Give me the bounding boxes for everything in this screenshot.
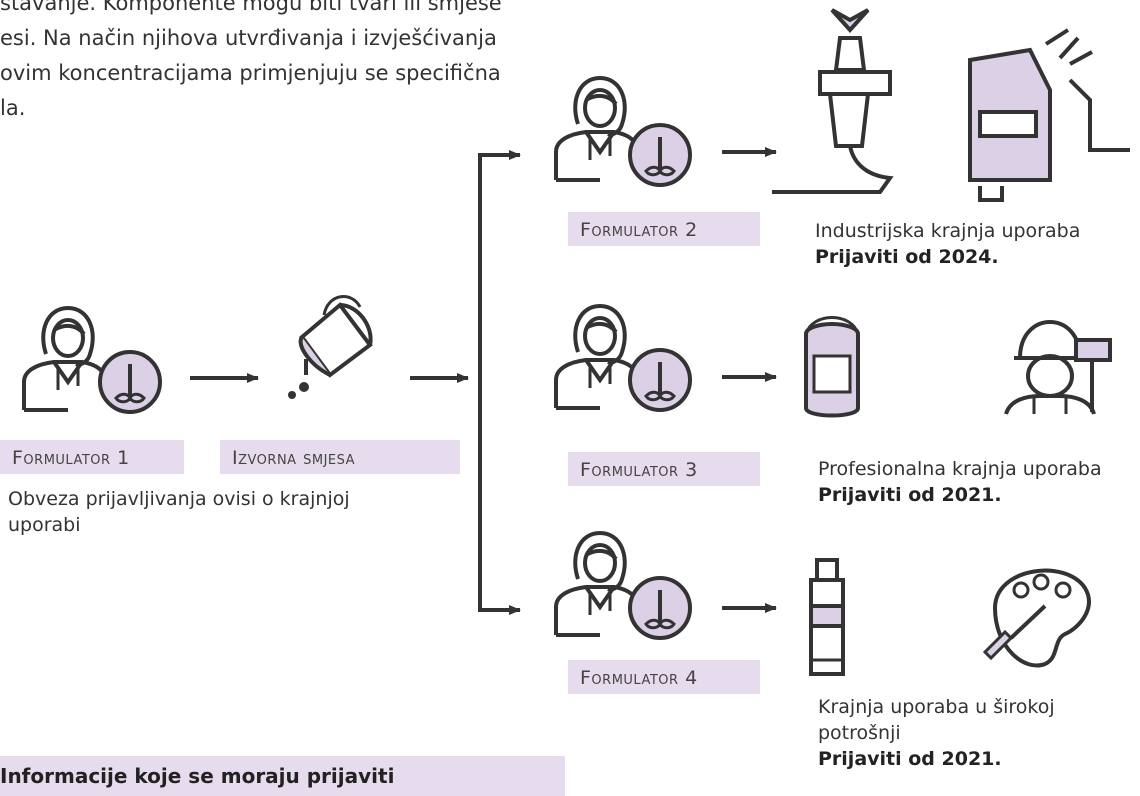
formulator4-person-icon — [554, 531, 638, 637]
industrial-use-text: Industrijska krajnja uporaba — [815, 220, 1081, 242]
intro-line: esi. Na način njihova utvrđivanja i izvj… — [0, 26, 497, 50]
consumer-use-line2: potrošnji — [818, 722, 901, 744]
branch-connector — [478, 153, 520, 612]
painter-worker-icon — [1004, 320, 1112, 415]
formulator2-mixer-icon — [628, 123, 692, 187]
consumer-deadline: Prijaviti od 2021. — [818, 748, 1002, 770]
source-mixture-label: Izvorna smjesa — [220, 440, 460, 474]
pouring-paint-can-icon — [288, 295, 373, 399]
formulator4-label: Formulator 4 — [568, 660, 760, 694]
formulator3-mixer-icon — [628, 348, 692, 412]
industrial-caption: Industrijska krajnja uporaba Prijaviti o… — [815, 218, 1135, 270]
car-spray-icon — [968, 28, 1130, 202]
bottom-banner-text: Informacije koje se moraju prijaviti — [0, 764, 395, 788]
formulator3-label: Formulator 3 — [568, 452, 760, 486]
intro-line: stavanje. Komponente mogu biti tvari ili… — [0, 0, 502, 15]
paint-can-icon — [804, 316, 860, 418]
intro-line: ovim koncentracijama primjenjuju se spec… — [0, 61, 501, 85]
paint-tube-icon — [809, 558, 845, 676]
formulator2-person-icon — [554, 76, 638, 182]
intro-line: la. — [0, 96, 26, 120]
intro-paragraph: stavanje. Komponente mogu biti tvari ili… — [0, 0, 560, 126]
spray-gun-icon — [772, 8, 894, 194]
formulator2-label: Formulator 2 — [568, 212, 760, 246]
formulator1-label: Formulator 1 — [0, 440, 184, 474]
formulator1-person-icon — [22, 306, 106, 412]
diagram-canvas — [22, 8, 1130, 676]
professional-caption: Profesionalna krajnja uporaba Prijaviti … — [818, 456, 1140, 508]
formulator3-person-icon — [554, 304, 638, 410]
formulator4-mixer-icon — [628, 576, 692, 640]
industrial-deadline: Prijaviti od 2024. — [815, 246, 999, 268]
formulator1-mixer-icon — [98, 350, 162, 414]
formulator1-note: Obveza prijavljivanja ovisi o krajnjoj u… — [8, 488, 350, 536]
consumer-caption: Krajnja uporaba u širokoj potrošnji Prij… — [818, 694, 1138, 772]
professional-use-text: Profesionalna krajnja uporaba — [818, 458, 1102, 480]
palette-brush-icon — [982, 568, 1091, 668]
professional-deadline: Prijaviti od 2021. — [818, 484, 1002, 506]
consumer-use-line1: Krajnja uporaba u širokoj — [818, 696, 1055, 718]
